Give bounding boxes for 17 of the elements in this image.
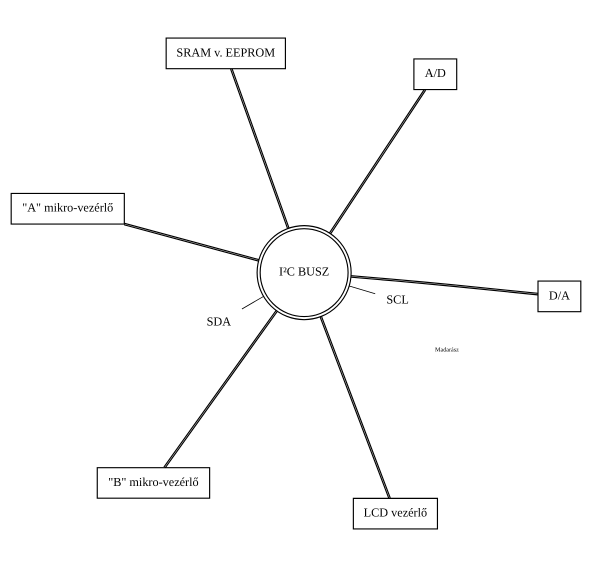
node-box: SRAM v. EEPROM <box>166 37 286 70</box>
node-box: LCD vezérlő <box>352 498 438 530</box>
connector <box>230 68 290 229</box>
node-box: D/A <box>537 280 582 312</box>
connector <box>320 316 391 499</box>
connector <box>242 296 264 310</box>
connector <box>349 286 376 294</box>
connector <box>328 89 426 234</box>
node-box: "B" mikro-vezérlő <box>96 467 210 499</box>
node-text: SDA <box>206 314 232 328</box>
node-circle: I²C BUSZ <box>256 225 352 320</box>
node-text: SCL <box>386 292 409 306</box>
connector <box>351 275 538 296</box>
connector <box>124 222 259 262</box>
connector <box>163 310 278 468</box>
node-box: A/D <box>413 58 458 90</box>
node-box: "A" mikro-vezérlő <box>10 192 125 225</box>
